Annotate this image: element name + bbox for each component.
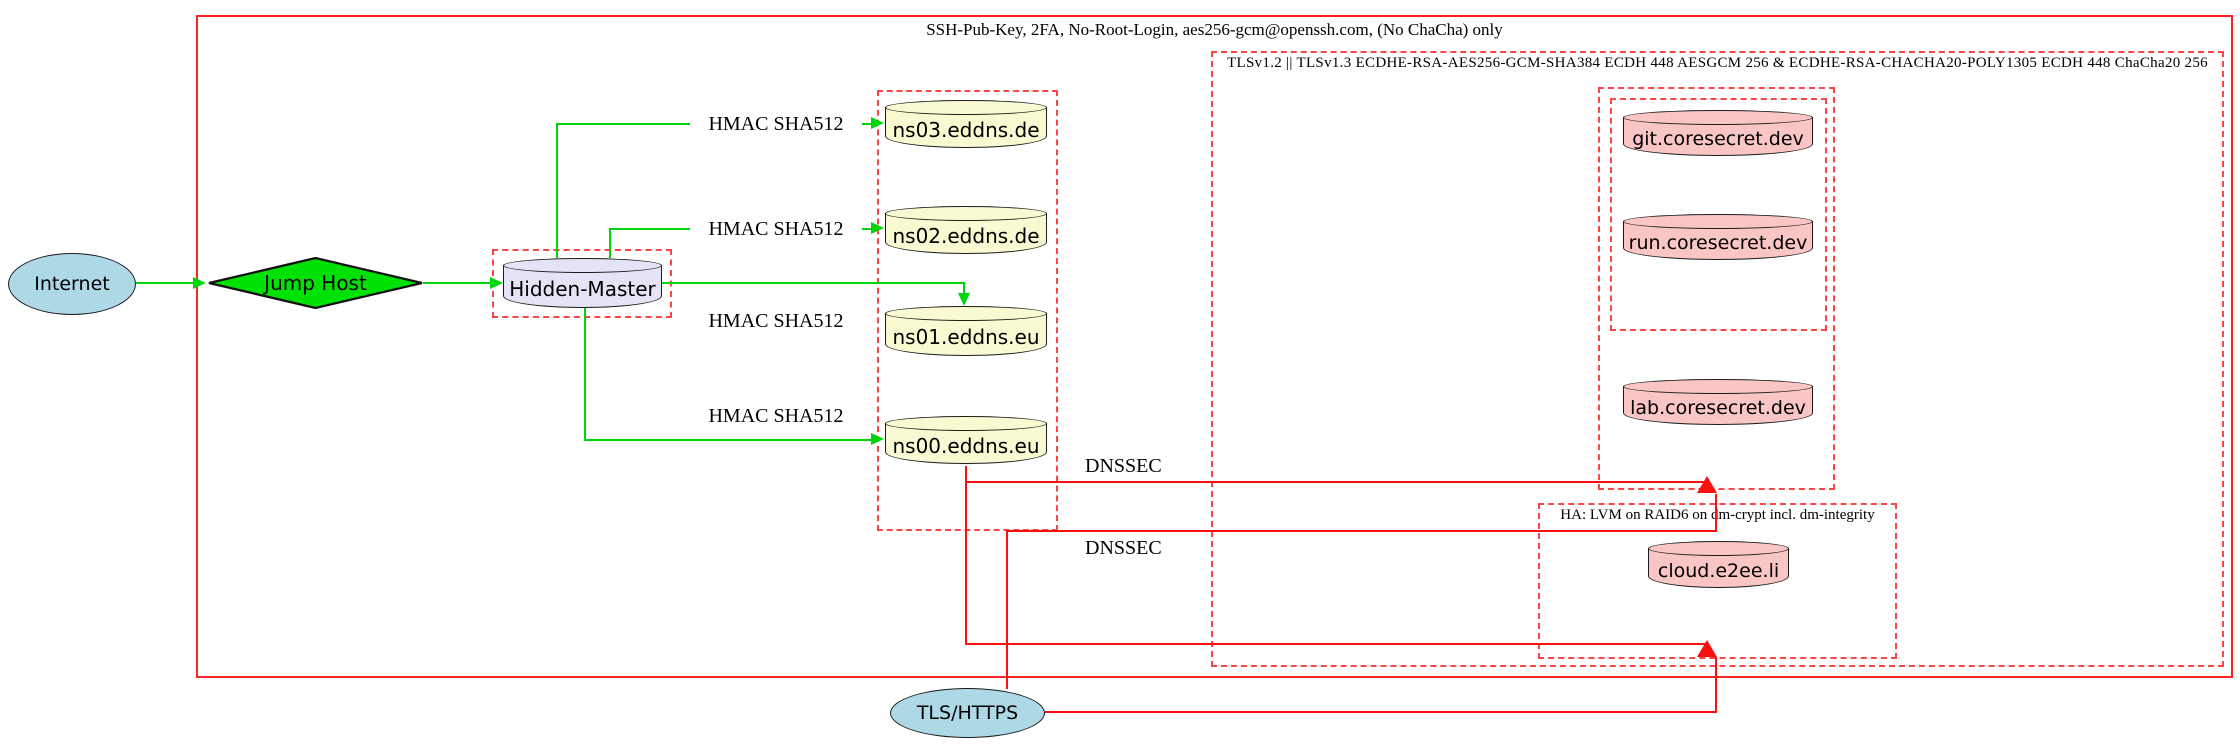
node-ns03: ns03.eddns.de — [885, 100, 1047, 148]
node-cloud: cloud.e2ee.li — [1648, 541, 1789, 588]
edge-tls-coresecret — [1006, 532, 1008, 689]
edge-tls-ha — [1715, 657, 1717, 712]
node-ns01-label: ns01.eddns.eu — [892, 325, 1040, 349]
node-lab: lab.coresecret.dev — [1623, 379, 1813, 425]
cluster-ssh-box — [196, 15, 2233, 678]
node-ns00-label: ns00.eddns.eu — [892, 434, 1040, 458]
edge-jumphost-hiddenmaster — [423, 282, 491, 284]
node-run: run.coresecret.dev — [1623, 214, 1813, 260]
node-git-label: git.coresecret.dev — [1632, 128, 1804, 150]
green-arrowhead-icon — [871, 117, 884, 129]
jump-host-diamond-icon — [208, 256, 423, 310]
edge-label-hmac-ns03: HMAC SHA512 — [690, 113, 862, 136]
cluster-tls-box — [1211, 51, 2224, 667]
edge-label-hmac-ns02: HMAC SHA512 — [690, 218, 862, 241]
cluster-ha-box — [1538, 503, 1897, 659]
red-arrowhead-icon — [1697, 640, 1717, 657]
green-arrowhead-icon — [871, 222, 884, 234]
edge-hiddenmaster-ns01 — [662, 282, 965, 284]
node-git: git.coresecret.dev — [1623, 110, 1813, 156]
node-ns01: ns01.eddns.eu — [885, 306, 1047, 356]
green-arrowhead-icon — [490, 277, 503, 289]
edge-dnssec-trunk — [965, 466, 967, 645]
cluster-ha-label: HA: LVM on RAID6 on dm-crypt incl. dm-in… — [1560, 507, 1875, 523]
edge-hiddenmaster-ns00 — [584, 308, 586, 440]
edge-internet-jumphost — [136, 282, 194, 284]
edge-hiddenmaster-ns00 — [584, 439, 872, 441]
edge-hiddenmaster-ns03 — [556, 124, 558, 258]
node-jump-host: Jump Host — [208, 256, 423, 310]
node-ns02: ns02.eddns.de — [885, 206, 1047, 254]
node-tls-https-label: TLS/HTTPS — [916, 702, 1019, 724]
node-ns02-label: ns02.eddns.de — [892, 224, 1040, 248]
cluster-ssh-label: SSH-Pub-Key, 2FA, No-Root-Login, aes256-… — [926, 20, 1503, 39]
node-ns00: ns00.eddns.eu — [885, 416, 1047, 464]
node-internet-label: Internet — [34, 273, 110, 295]
node-hidden-master: Hidden-Master — [503, 258, 662, 308]
edge-label-dnssec-1: DNSSEC — [1082, 455, 1165, 478]
edge-dnssec-ha — [965, 643, 1706, 645]
node-tls-https: TLS/HTTPS — [890, 688, 1045, 738]
node-hidden-master-label: Hidden-Master — [509, 277, 656, 301]
node-jump-host-label: Jump Host — [264, 271, 367, 295]
edge-tls-coresecret — [1006, 530, 1717, 532]
edge-tls-ha — [1045, 711, 1717, 713]
green-arrowhead-icon — [958, 293, 970, 306]
edge-tls-coresecret — [1715, 494, 1717, 532]
edge-label-dnssec-2: DNSSEC — [1082, 537, 1165, 560]
green-arrowhead-icon — [193, 277, 206, 289]
green-arrowhead-icon — [871, 433, 884, 445]
edge-label-hmac-ns00: HMAC SHA512 — [690, 405, 862, 428]
node-cloud-label: cloud.e2ee.li — [1657, 559, 1780, 582]
node-ns03-label: ns03.eddns.de — [892, 118, 1040, 142]
edge-label-hmac-ns01: HMAC SHA512 — [690, 310, 862, 333]
cluster-tls-label: TLSv1.2 || TLSv1.3 ECDHE-RSA-AES256-GCM-… — [1227, 55, 2208, 71]
node-internet: Internet — [8, 253, 136, 315]
edge-hiddenmaster-ns01 — [963, 282, 965, 295]
node-lab-label: lab.coresecret.dev — [1630, 397, 1806, 419]
red-arrowhead-icon — [1697, 476, 1717, 493]
edge-dnssec-coresecret — [965, 481, 1706, 483]
edge-hiddenmaster-ns02 — [609, 229, 611, 258]
node-run-label: run.coresecret.dev — [1628, 232, 1808, 254]
cluster-eddns-box — [877, 90, 1058, 531]
cluster-coresecret-inner-box — [1610, 98, 1827, 331]
